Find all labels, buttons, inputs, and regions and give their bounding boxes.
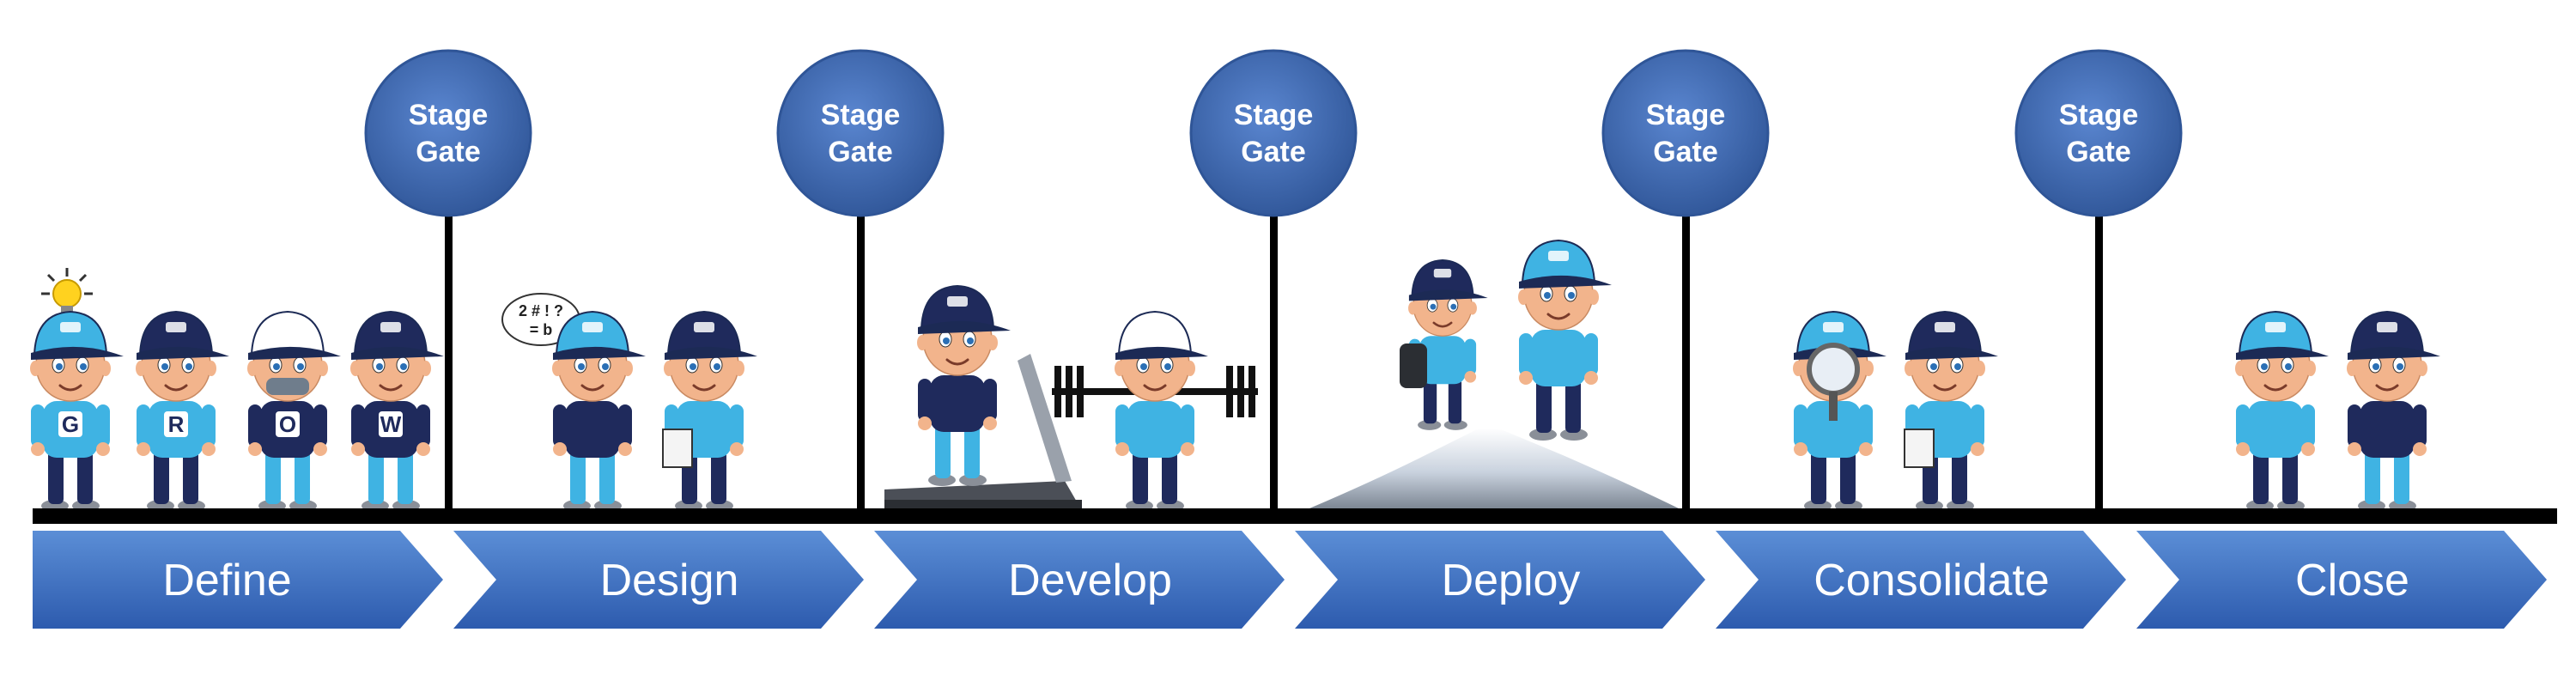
stage-gate-label-line1: Stage — [1234, 99, 1314, 131]
stage-gate-circle — [776, 49, 945, 217]
phase-design: Design — [453, 531, 864, 629]
character-thinking — [552, 310, 646, 512]
phase-label: Deploy — [1442, 556, 1581, 605]
character-r: R — [136, 310, 229, 512]
phase-chevron — [33, 531, 443, 629]
clipboard-icon — [662, 429, 693, 468]
character-w-pointing: W — [350, 310, 444, 512]
character-clipboard — [664, 310, 757, 512]
stage-gate-circle — [364, 49, 532, 217]
mountain-icon — [1309, 428, 1679, 508]
stage-gates: StageGateStageGateStageGateStageGateStag… — [364, 49, 2183, 520]
stage-gate-label-line2: Gate — [2066, 136, 2131, 168]
clipboard-icon — [1904, 429, 1935, 468]
phase-label: Consolidate — [1814, 556, 2050, 605]
character-hiker — [1408, 258, 1488, 430]
character-o-binoculars: O — [247, 310, 341, 512]
phase-chevron — [1716, 531, 2126, 629]
gate-post — [1270, 210, 1278, 520]
stage-gate-label-line2: Gate — [1653, 136, 1718, 168]
phase-chevron — [453, 531, 864, 629]
phase-chevron — [874, 531, 1285, 629]
character-thumbs-up — [2235, 310, 2329, 512]
shirt-letter: O — [279, 411, 296, 437]
magnifying-glass-icon — [1807, 343, 1860, 421]
lightbulb-icon — [41, 268, 93, 314]
stage-gate-label-line1: Stage — [2059, 99, 2139, 131]
thought-text-line2: = b — [530, 321, 553, 338]
stage-gate-label-line1: Stage — [409, 99, 489, 131]
character-celebrating — [1518, 239, 1612, 441]
phase-chevron — [1295, 531, 1705, 629]
stage-gate-circle — [1601, 49, 1770, 217]
phase-consolidate: Consolidate — [1716, 531, 2126, 629]
character-g: G — [30, 310, 124, 512]
stage-gate-label-line1: Stage — [821, 99, 901, 131]
character-running — [917, 284, 1011, 486]
stage-gate-circle — [2014, 49, 2183, 217]
character-weightlifter — [1115, 310, 1208, 512]
phase-label: Close — [2295, 556, 2409, 605]
treadmill-icon — [884, 354, 1082, 508]
phase-develop: Develop — [874, 531, 1285, 629]
stage-gate-label-line2: Gate — [1241, 136, 1306, 168]
binoculars-icon — [266, 378, 309, 395]
character-magnifier — [1793, 310, 1886, 512]
phase-define: Define — [33, 531, 443, 629]
thought-text-line1: 2 # ! ? — [519, 302, 563, 319]
stage-gate-label-line2: Gate — [828, 136, 893, 168]
shirt-letter: R — [168, 411, 185, 437]
shirt-letter: G — [62, 411, 79, 437]
character-thumbs-up — [2347, 310, 2440, 512]
backpack-icon — [1400, 344, 1427, 388]
phase-label: Design — [600, 556, 739, 605]
phase-chevron — [2136, 531, 2547, 629]
gate-post — [857, 210, 865, 520]
timeline-baseline — [33, 508, 2557, 524]
phase-close: Close — [2136, 531, 2547, 629]
timeline-line — [33, 508, 2557, 524]
phase-deploy: Deploy — [1295, 531, 1705, 629]
phase-arrows: Define Design Develop Deploy Consolidate Clos… — [33, 531, 2547, 629]
gate-post — [2095, 210, 2103, 520]
phase-label: Develop — [1008, 556, 1172, 605]
character-checklist — [1905, 310, 1998, 512]
stage-gate-circle — [1189, 49, 1358, 217]
stage-gate-label-line1: Stage — [1646, 99, 1726, 131]
shirt-letter: W — [380, 411, 402, 437]
characters: G R O W 2 # ! ? = b — [30, 239, 2440, 512]
gate-post — [1682, 210, 1690, 520]
gate-post — [445, 210, 453, 520]
stage-gate-label-line2: Gate — [416, 136, 481, 168]
phase-label: Define — [162, 556, 291, 605]
